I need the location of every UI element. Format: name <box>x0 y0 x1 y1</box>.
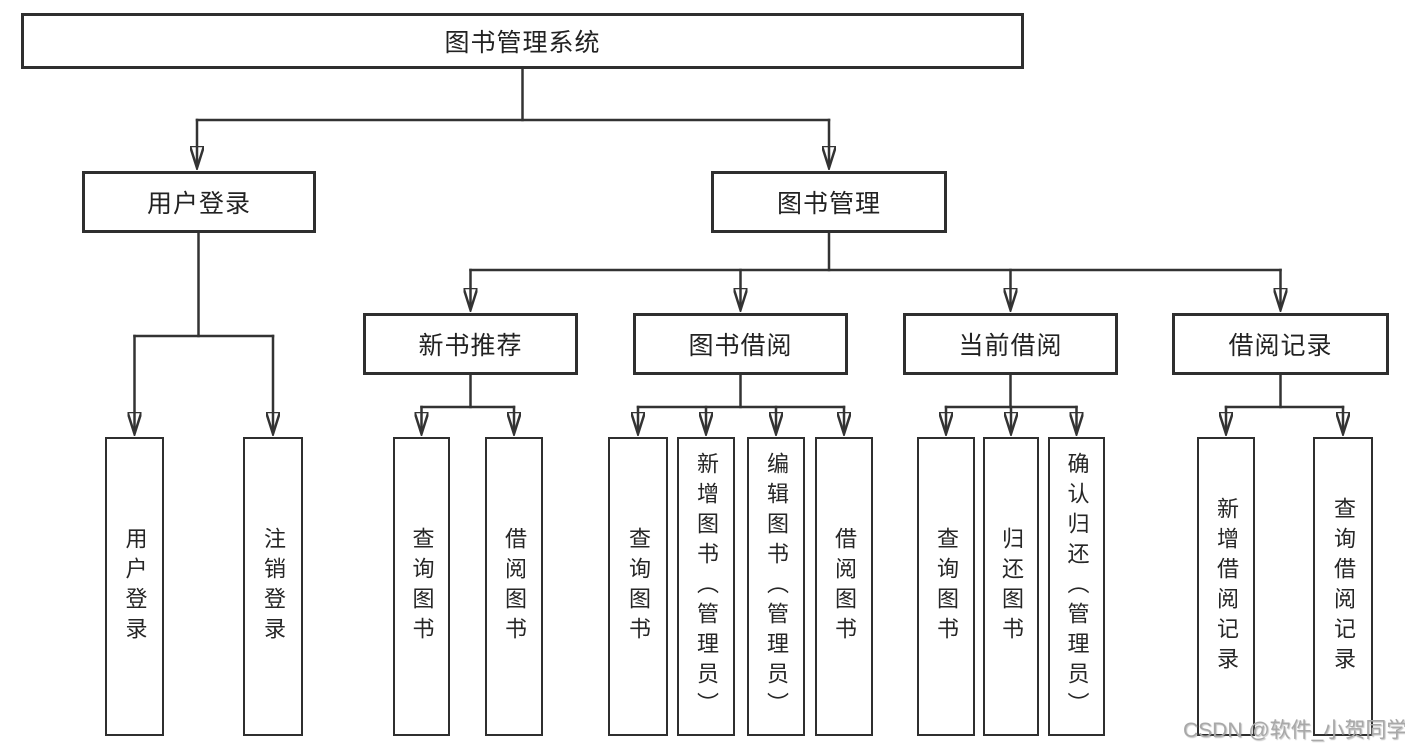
node-label: 归还图书 <box>999 526 1024 647</box>
node-label: 图书管理 <box>776 190 881 218</box>
node-label: 借阅图书 <box>832 526 857 647</box>
node-book-management: 图书管理 <box>711 171 947 233</box>
node-label: 借阅记录 <box>1228 332 1333 360</box>
node-new-book-recommend: 新书推荐 <box>363 313 578 375</box>
connector-user-login-branch <box>135 231 274 430</box>
node-leaf-edit-book-admin: 编辑图书（管理员） <box>747 437 805 736</box>
connector-root-to-level2 <box>197 67 829 164</box>
node-label: 查询图书 <box>934 526 959 647</box>
node-leaf-borrow-books: 借阅图书 <box>815 437 873 736</box>
node-leaf-user-login: 用户登录 <box>105 437 164 736</box>
node-leaf-query-books-borrowing: 查询图书 <box>608 437 668 736</box>
node-label: 查询图书 <box>626 526 651 647</box>
connector-current-borrowing-branch <box>946 373 1077 430</box>
node-leaf-borrow-books-recommend: 借阅图书 <box>485 437 543 736</box>
node-borrowing-records: 借阅记录 <box>1172 313 1389 375</box>
watermark-text: CSDN @软件_小贺同学 <box>1183 719 1405 742</box>
connector-book-management-branch <box>471 231 1281 306</box>
node-leaf-query-borrow-record: 查询借阅记录 <box>1313 437 1373 736</box>
node-label: 用户登录 <box>146 190 251 218</box>
node-user-login: 用户登录 <box>82 171 316 233</box>
node-label: 查询图书 <box>409 526 435 647</box>
node-leaf-confirm-return-admin: 确认归还（管理员） <box>1048 437 1105 736</box>
node-label: 新书推荐 <box>418 332 523 360</box>
node-label: 注销登录 <box>261 526 286 647</box>
node-label: 新增借阅记录 <box>1214 496 1239 677</box>
connector-new-book-recommend-branch <box>422 373 515 430</box>
node-label: 用户登录 <box>122 526 148 647</box>
node-leaf-add-borrow-record: 新增借阅记录 <box>1197 437 1255 736</box>
node-label: 图书管理系统 <box>444 29 601 57</box>
node-label: 图书借阅 <box>688 332 793 360</box>
node-label: 确认归还（管理员） <box>1064 451 1090 722</box>
node-label: 查询借阅记录 <box>1331 496 1356 677</box>
node-leaf-query-books-recommend: 查询图书 <box>393 437 450 736</box>
node-label: 当前借阅 <box>958 332 1063 360</box>
node-label: 编辑图书（管理员） <box>764 451 789 722</box>
node-label: 新增图书（管理员） <box>694 451 719 722</box>
connector-borrowing-records-branch <box>1226 373 1343 430</box>
node-library-management-system: 图书管理系统 <box>21 13 1024 69</box>
node-current-borrowing: 当前借阅 <box>903 313 1118 375</box>
node-label: 借阅图书 <box>502 526 527 647</box>
node-leaf-query-books-current: 查询图书 <box>917 437 975 736</box>
node-book-borrowing: 图书借阅 <box>633 313 848 375</box>
connector-book-borrowing-branch <box>638 373 844 430</box>
node-leaf-return-book: 归还图书 <box>983 437 1039 736</box>
node-leaf-logout: 注销登录 <box>243 437 303 736</box>
node-leaf-add-book-admin: 新增图书（管理员） <box>677 437 735 736</box>
